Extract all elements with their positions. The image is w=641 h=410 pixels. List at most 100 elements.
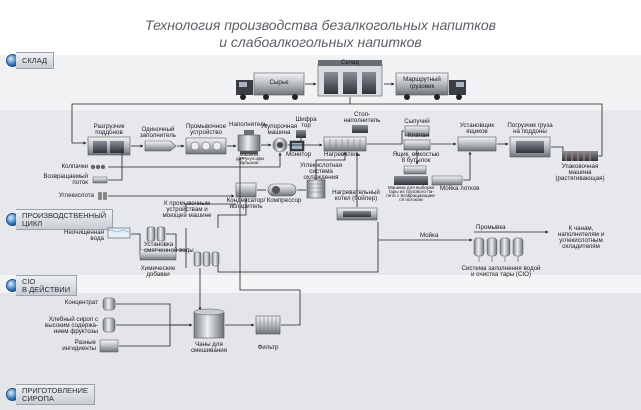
section-sklad: СКЛАД	[6, 52, 55, 69]
washer-unit	[185, 137, 227, 155]
filter-label: Фильтр	[257, 344, 279, 351]
single-filler-label-1: Одиночный	[141, 126, 175, 133]
section-cycle-label-2: ЦИКЛ	[22, 218, 43, 228]
tray-washer-label: Мойка лотков	[440, 185, 480, 192]
tray-washer	[431, 175, 463, 186]
ingredients-box	[99, 339, 119, 353]
concentrate-drum	[102, 297, 116, 311]
section-cip-label-2: В ДЕЙСТВИИ	[22, 284, 71, 294]
cip-rinse-label: Промывка	[476, 224, 506, 231]
tray-return-machine	[394, 176, 428, 185]
to-washer-label-3: моющей машине	[162, 212, 212, 219]
cooling-label-3: охлаждения	[303, 174, 339, 181]
raw-water-label-2: вода	[90, 235, 104, 242]
chemicals-label-1: Химические	[140, 265, 176, 272]
stop-filler-label-2: наполнитель	[343, 117, 381, 124]
to-tanks-label-3: углекислотным	[559, 237, 603, 244]
wrapping-machine	[562, 151, 598, 161]
monitor-unit	[289, 140, 305, 152]
compressor	[267, 183, 297, 197]
single-filler-label-2: заполнитель	[139, 132, 177, 139]
valve-unit	[403, 139, 431, 151]
unloader-label-2: поддонов	[95, 129, 123, 136]
truck-route-label-1: Маршрутный	[403, 76, 441, 83]
co2-input	[98, 192, 107, 200]
mixing-label-1: Чаны для	[195, 341, 223, 348]
compressor-label: Компрессор	[266, 197, 302, 204]
ingredients-label-1: Разные	[74, 339, 96, 346]
to-tanks-label-4: охладителям	[562, 243, 600, 250]
box-installer-label-1: Установщик	[459, 122, 495, 129]
truck-route-label-2: грузовик	[409, 83, 435, 90]
softener-label-1: Установка	[144, 241, 174, 248]
return-machine-label-2: тары из грузового па-	[388, 189, 434, 194]
warehouse-building	[317, 60, 383, 97]
cip-tanks	[473, 237, 524, 262]
to-washer-label-1: К промывочным	[163, 200, 211, 207]
corn-syrup-label-1: Хлебный сироп с	[48, 316, 98, 323]
caps-input	[90, 164, 106, 170]
monitor-label: Монитор	[286, 151, 312, 158]
wrapper-label-1: Упаковочная	[561, 163, 599, 170]
co2-label: Углекислота	[58, 192, 94, 199]
water-softener	[146, 226, 166, 242]
section-cip-label-1: СIO	[22, 277, 36, 286]
bottle-note-2: для укупорки	[236, 156, 264, 161]
valve-label: Клапан	[408, 132, 429, 139]
chemicals-label-2: добавки	[146, 271, 170, 278]
section-sklad-label: СКЛАД	[22, 55, 48, 65]
section-cip: СIO В ДЕЙСТВИИ	[6, 275, 78, 296]
condenser-evaporator	[235, 182, 257, 198]
co2-cooling-system	[306, 179, 326, 199]
cip-system-label-2: и очистка тары (СIO)	[470, 271, 532, 278]
corn-syrup-label-3: нием фруктозы	[53, 328, 98, 335]
mixing-tank	[193, 308, 225, 339]
to-tanks-label-1: К чанам,	[568, 225, 594, 232]
box-installer-label-2: ящиков	[466, 128, 488, 135]
boiler-label-1: Нагревательный	[332, 189, 380, 196]
bulk-unloader	[404, 125, 430, 137]
band-cip	[0, 275, 641, 293]
pallet-unloader	[87, 136, 131, 156]
cip-system-label-1: Система заполнения водой	[461, 265, 541, 272]
washer-label-2: устройство	[190, 129, 222, 136]
capper-machine	[272, 137, 288, 153]
bulk-unloader-label: Сыпучий	[404, 118, 430, 125]
section-syrup-label-2: СИРОПА	[22, 393, 54, 403]
cip-washing-label: Мойка	[420, 232, 439, 239]
title-line-2: и слабоалкогольных напитков	[219, 34, 422, 50]
cooling-label-1: Углекислотная	[299, 162, 343, 169]
softener-label-2: смягченной воды	[144, 247, 194, 254]
corn-syrup-tank	[102, 317, 116, 333]
pallet-loader-label-1: Погрузчик груза	[507, 122, 553, 129]
section-cycle-label-1: ПРОИЗВОДСТВЕННЫЙ	[22, 211, 107, 220]
stop-filler-label-1: Стоп-	[353, 111, 371, 118]
filter-unit	[255, 315, 281, 335]
boiler-label-2: котел (бойлер)	[334, 195, 378, 202]
capper-label-2: машина	[267, 129, 291, 136]
return-machine-label-3: лета с возвращающим-	[386, 193, 436, 198]
washer-label-1: Промывочное	[185, 123, 227, 130]
raw-water-label-1: Неочищенная	[64, 229, 104, 236]
truck-raw-label: Сырье	[269, 79, 289, 86]
heater-label: Нагреватель	[324, 151, 361, 158]
unloader-label-1: Разгрузчик	[93, 123, 125, 130]
filler-machine	[237, 130, 261, 154]
single-filler	[144, 140, 177, 152]
condenser-label-2: испаритель	[229, 203, 263, 210]
section-syrup-label-1: ПРИГОТОВЛЕНИЕ	[22, 386, 88, 395]
title-line-1: Технология производства безалкогольных н…	[145, 17, 496, 33]
return-flow-input	[92, 176, 108, 184]
pallet-loader-label-2: на поддоны	[513, 128, 547, 135]
boiler	[336, 207, 378, 221]
mixing-label-2: смешивания	[190, 347, 228, 354]
chemical-additives	[193, 251, 220, 267]
bottle-note-1: Машины	[239, 152, 259, 157]
return-machine-label-1: Машина для выборки	[387, 185, 435, 190]
truck-raw	[236, 72, 305, 100]
ingredients-label-2: ингидиенты	[62, 345, 96, 352]
warehouse-label: Склад	[341, 59, 359, 66]
box-installer	[457, 136, 497, 152]
condenser-label-1: Конденсатор/	[226, 197, 266, 204]
